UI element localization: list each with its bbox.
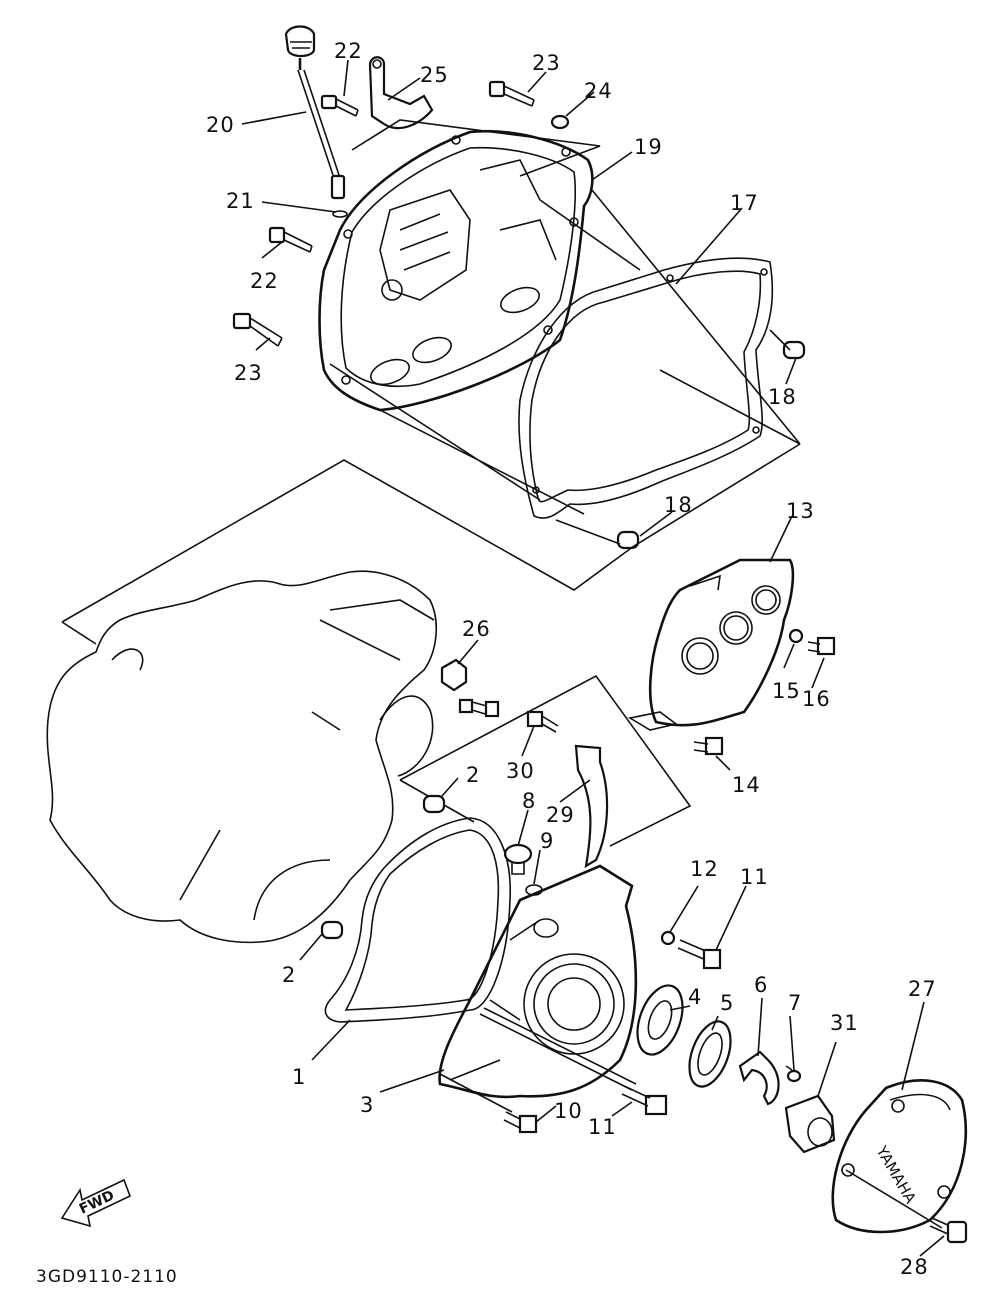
callout-18: 18	[768, 385, 797, 409]
callout-13: 13	[786, 499, 815, 523]
bolt-23-top	[488, 80, 535, 107]
dowel-18-upper	[782, 340, 806, 360]
screw-7	[785, 1065, 802, 1083]
bolt-22-left	[268, 226, 313, 253]
bolt-10	[439, 1073, 538, 1134]
callout-31: 31	[830, 1011, 859, 1035]
callout-7: 7	[788, 991, 802, 1015]
cover-cap-27: YAMAHA	[831, 1079, 968, 1234]
plate-29	[574, 744, 609, 869]
brand-mark: YAMAHA	[872, 1142, 920, 1207]
callout-20: 20	[206, 113, 235, 137]
clutch-cover	[318, 129, 594, 412]
callout-26: 26	[462, 617, 491, 641]
screw-28	[929, 1217, 968, 1244]
generator-cover-group: YAMAHA FWD	[60, 710, 968, 1244]
guide-lines-top	[329, 119, 801, 547]
clutch-cover-group	[232, 25, 806, 550]
callout-21: 21	[226, 189, 255, 213]
bolt-22-top	[320, 94, 359, 117]
sprocket-cover	[627, 558, 795, 731]
callout-23: 23	[532, 51, 561, 75]
callout-1: 1	[292, 1065, 306, 1089]
callout-17: 17	[730, 191, 759, 215]
callout-25: 25	[420, 63, 449, 87]
callout-14: 14	[732, 773, 761, 797]
callout-12: 12	[690, 857, 719, 881]
callout-11: 11	[740, 865, 769, 889]
bolt-14	[693, 736, 724, 756]
gasket-1	[324, 817, 511, 1023]
callout-9: 9	[540, 829, 554, 853]
callout-2: 2	[466, 763, 480, 787]
callout-labels: 20 22 25 23 24 19 21 22 17 23 18 18 13 2…	[206, 39, 937, 1279]
generator-cover	[438, 864, 638, 1099]
o-ring	[332, 210, 348, 218]
washer-12	[660, 930, 676, 946]
callout-15: 15	[772, 679, 801, 703]
washer-15	[788, 628, 804, 644]
bolt-16	[807, 636, 836, 656]
callout-27: 27	[908, 977, 937, 1001]
callout-23: 23	[234, 361, 263, 385]
callout-30: 30	[506, 759, 535, 783]
drawing-code: 3GD9110-2110	[36, 1267, 178, 1287]
plug-26	[440, 658, 500, 718]
callout-6: 6	[754, 973, 768, 997]
bolt-11-upper	[677, 939, 722, 970]
callout-8: 8	[522, 789, 536, 813]
callout-10: 10	[554, 1099, 583, 1123]
collar-31	[784, 1094, 836, 1154]
crankcase-plane	[61, 459, 635, 623]
dowel-2-lower	[320, 920, 344, 940]
bearing-4	[636, 984, 684, 1056]
callout-24: 24	[584, 79, 613, 103]
callout-5: 5	[720, 991, 734, 1015]
callout-29: 29	[546, 803, 575, 827]
callout-11: 11	[588, 1115, 617, 1139]
bolt-11-lower	[479, 1007, 668, 1116]
callout-22: 22	[250, 269, 279, 293]
dipstick	[284, 25, 346, 200]
leader-lines	[241, 59, 945, 1257]
callout-2: 2	[282, 963, 296, 987]
dowel-2-upper	[422, 794, 446, 814]
callout-3: 3	[360, 1093, 374, 1117]
callout-19: 19	[634, 135, 663, 159]
bolt-23-left	[232, 312, 283, 347]
dowel-18-lower	[616, 530, 640, 550]
fwd-arrow-icon: FWD	[60, 1178, 132, 1228]
washer-24	[550, 114, 570, 130]
clamp-6	[738, 1050, 780, 1106]
oil-seal-5	[688, 1020, 732, 1088]
gasket-17	[518, 257, 774, 519]
callout-18: 18	[664, 493, 693, 517]
crankcase-outline	[46, 570, 438, 944]
callout-28: 28	[900, 1255, 929, 1279]
bracket-25	[368, 56, 434, 130]
callout-16: 16	[802, 687, 831, 711]
callout-4: 4	[688, 985, 702, 1009]
callout-22: 22	[334, 39, 363, 63]
bolt-30	[526, 710, 559, 733]
